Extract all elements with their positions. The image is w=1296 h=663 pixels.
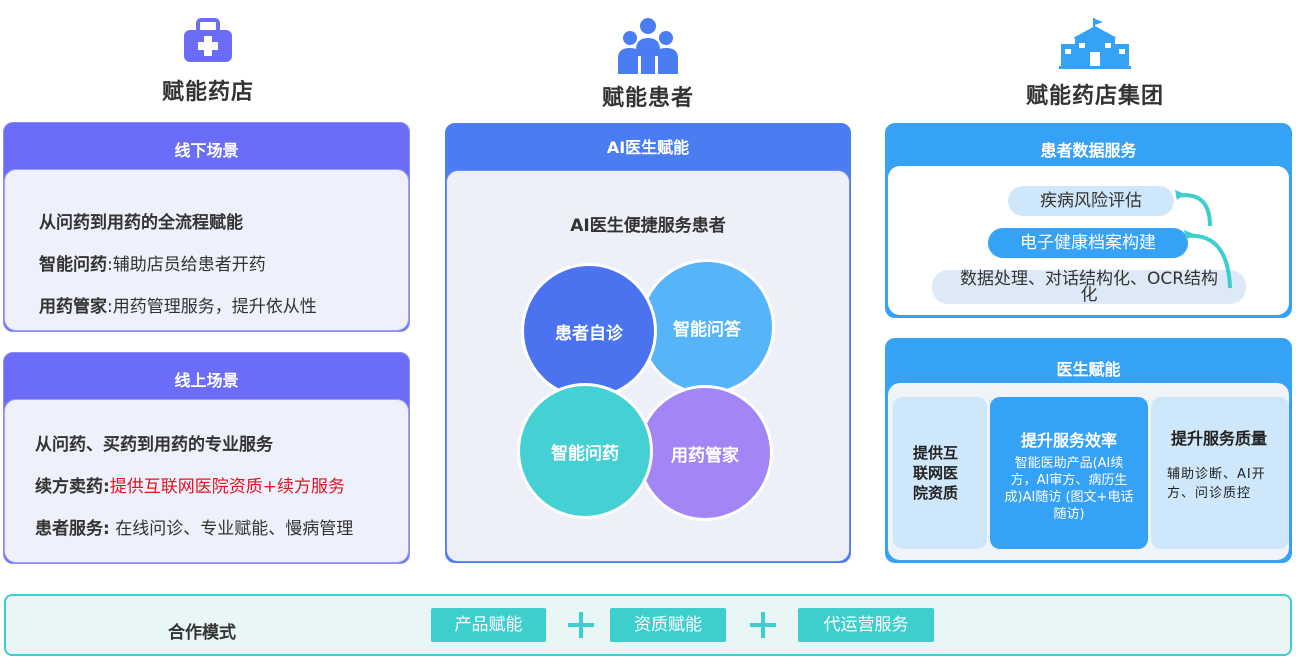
plus-icon: [568, 612, 594, 638]
panel-header: AI医生赋能: [606, 138, 690, 157]
column-title: 赋能患者: [601, 86, 694, 111]
operation-service-button: 代运营服务: [798, 608, 934, 642]
panel-text-line: 从问药、买药到用药的专业服务: [35, 435, 273, 455]
column-title: 赋能药店: [161, 80, 254, 105]
plus-icon: [750, 612, 776, 638]
venn-circle-smart-qa: 智能问答: [639, 259, 775, 395]
patient-data-panel: 患者数据服务 疾病风险评估 电子健康档案构建 数据处理、对话结构化、OCR结构 …: [885, 123, 1292, 318]
pill-health-records: 电子健康档案构建: [988, 228, 1188, 258]
card-service-quality: 提升服务质量 辅助诊断、AI开方、问诊质控: [1151, 397, 1289, 549]
cycle-arrow-icon: [1175, 190, 1232, 289]
hospital-building-icon: [1059, 18, 1131, 69]
column-header-group: 赋能药店集团: [1000, 18, 1190, 110]
ai-doctor-panel: AI医生赋能 AI医生便捷服务患者 患者自诊 智能问答 智能问药 用药管家: [445, 123, 851, 563]
qualification-empowerment-button: 资质赋能: [610, 608, 726, 642]
offline-scene-panel: 线下场景 从问药到用药的全流程赋能 智能问药:辅助店员给患者开药 用药管家:用药…: [3, 122, 410, 332]
panel-header: 医生赋能: [1056, 360, 1121, 379]
card-service-efficiency: 提升服务效率 智能医助产品(AI续方，AI审方、病历生成)AI随访 (图文+电话…: [990, 397, 1148, 549]
patients-group-icon: [618, 18, 678, 74]
cooperation-label: 合作模式: [168, 623, 236, 643]
venn-circle-self-diagnosis: 患者自诊: [521, 263, 657, 399]
venn-circle-medication-butler: 用药管家: [637, 385, 773, 521]
online-scene-panel: 线上场景 从问药、买药到用药的专业服务 续方卖药:提供互联网医院资质+续方服务 …: [3, 352, 410, 564]
panel-text-line: 用药管家:用药管理服务，提升依从性: [39, 297, 317, 317]
panel-header: 患者数据服务: [1040, 141, 1137, 160]
column-header-patient: 赋能患者: [568, 16, 728, 112]
column-header-pharmacy: 赋能药店: [128, 18, 288, 106]
pill-data-processing: 数据处理、对话结构化、OCR结构 化: [932, 270, 1246, 304]
panel-header: 线下场景: [174, 141, 239, 160]
column-title: 赋能药店集团: [1025, 84, 1164, 109]
cooperation-bar: 合作模式 产品赋能 资质赋能 代运营服务: [4, 594, 1292, 656]
panel-text-line: 从问药到用药的全流程赋能: [39, 213, 243, 233]
venn-circle-smart-medication: 智能问药: [517, 383, 653, 519]
panel-text-line: 续方卖药:提供互联网医院资质+续方服务: [35, 477, 346, 497]
panel-header: 线上场景: [174, 371, 239, 390]
panel-text-line: 智能问药:辅助店员给患者开药: [39, 255, 266, 275]
panel-subtitle: AI医生便捷服务患者: [570, 216, 726, 236]
medical-bag-icon: [184, 18, 232, 62]
card-internet-hospital: 提供互联网医院资质: [893, 397, 987, 549]
product-empowerment-button: 产品赋能: [431, 608, 546, 642]
pill-disease-risk: 疾病风险评估: [1008, 186, 1174, 216]
doctor-empowerment-panel: 医生赋能 提供互联网医院资质 提升服务效率 智能医助产品(AI续方，AI审方、病…: [885, 338, 1292, 563]
panel-text-line: 患者服务: 在线问诊、专业赋能、慢病管理: [35, 519, 354, 539]
